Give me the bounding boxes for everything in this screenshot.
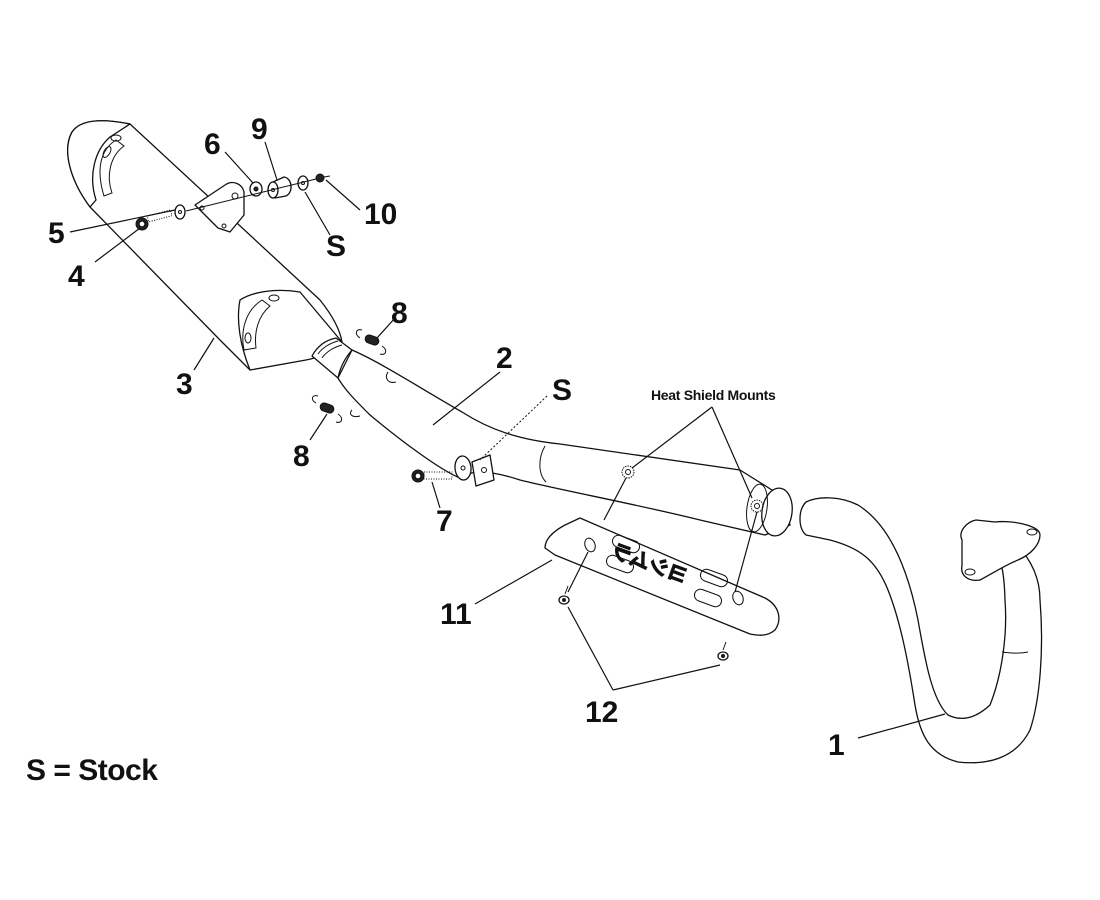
stock-legend: S = Stock [26, 754, 158, 787]
callout-stock-washer: S [326, 230, 346, 263]
callout-6: 6 [204, 128, 221, 161]
callout-3: 3 [176, 368, 193, 401]
washer-part-6 [249, 181, 263, 197]
screw-part-12-right [717, 641, 729, 661]
callout-stock-mount: S [552, 374, 572, 407]
spring-part-8-upper [355, 329, 387, 355]
heat-shield-mounts-annotation: Heat Shield Mounts [651, 387, 776, 403]
washer-part-5 [174, 204, 186, 220]
callout-7: 7 [436, 505, 453, 538]
leader-lines [69, 141, 946, 739]
screw-part-12-left [558, 585, 570, 605]
muffler-part-3 [67, 120, 353, 379]
callout-5: 5 [48, 217, 65, 250]
callout-8-lower: 8 [293, 440, 310, 473]
bolt-part-4 [135, 209, 173, 231]
bolt-part-7 [411, 455, 472, 483]
callout-10: 10 [364, 198, 397, 231]
callout-12: 12 [585, 696, 618, 729]
spring-part-8-lower [311, 395, 343, 423]
callout-1: 1 [828, 729, 845, 762]
callout-2: 2 [496, 342, 513, 375]
callout-8-upper: 8 [391, 297, 408, 330]
callout-4: 4 [68, 260, 85, 293]
header-pipe-part-1 [799, 497, 1043, 764]
callout-11: 11 [440, 598, 472, 631]
callout-9: 9 [251, 113, 268, 146]
mid-pipe-part-2 [337, 349, 793, 537]
heat-shield-part-11: ヨシムラ [544, 517, 780, 636]
nut-part-10 [315, 173, 331, 183]
